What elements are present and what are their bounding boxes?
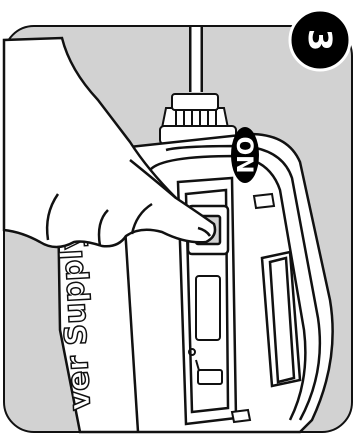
on-label-badge: ON — [231, 127, 259, 183]
step-number-badge: 3 — [290, 10, 350, 70]
on-label-text: ON — [231, 136, 256, 173]
step-number-text: 3 — [301, 29, 339, 51]
